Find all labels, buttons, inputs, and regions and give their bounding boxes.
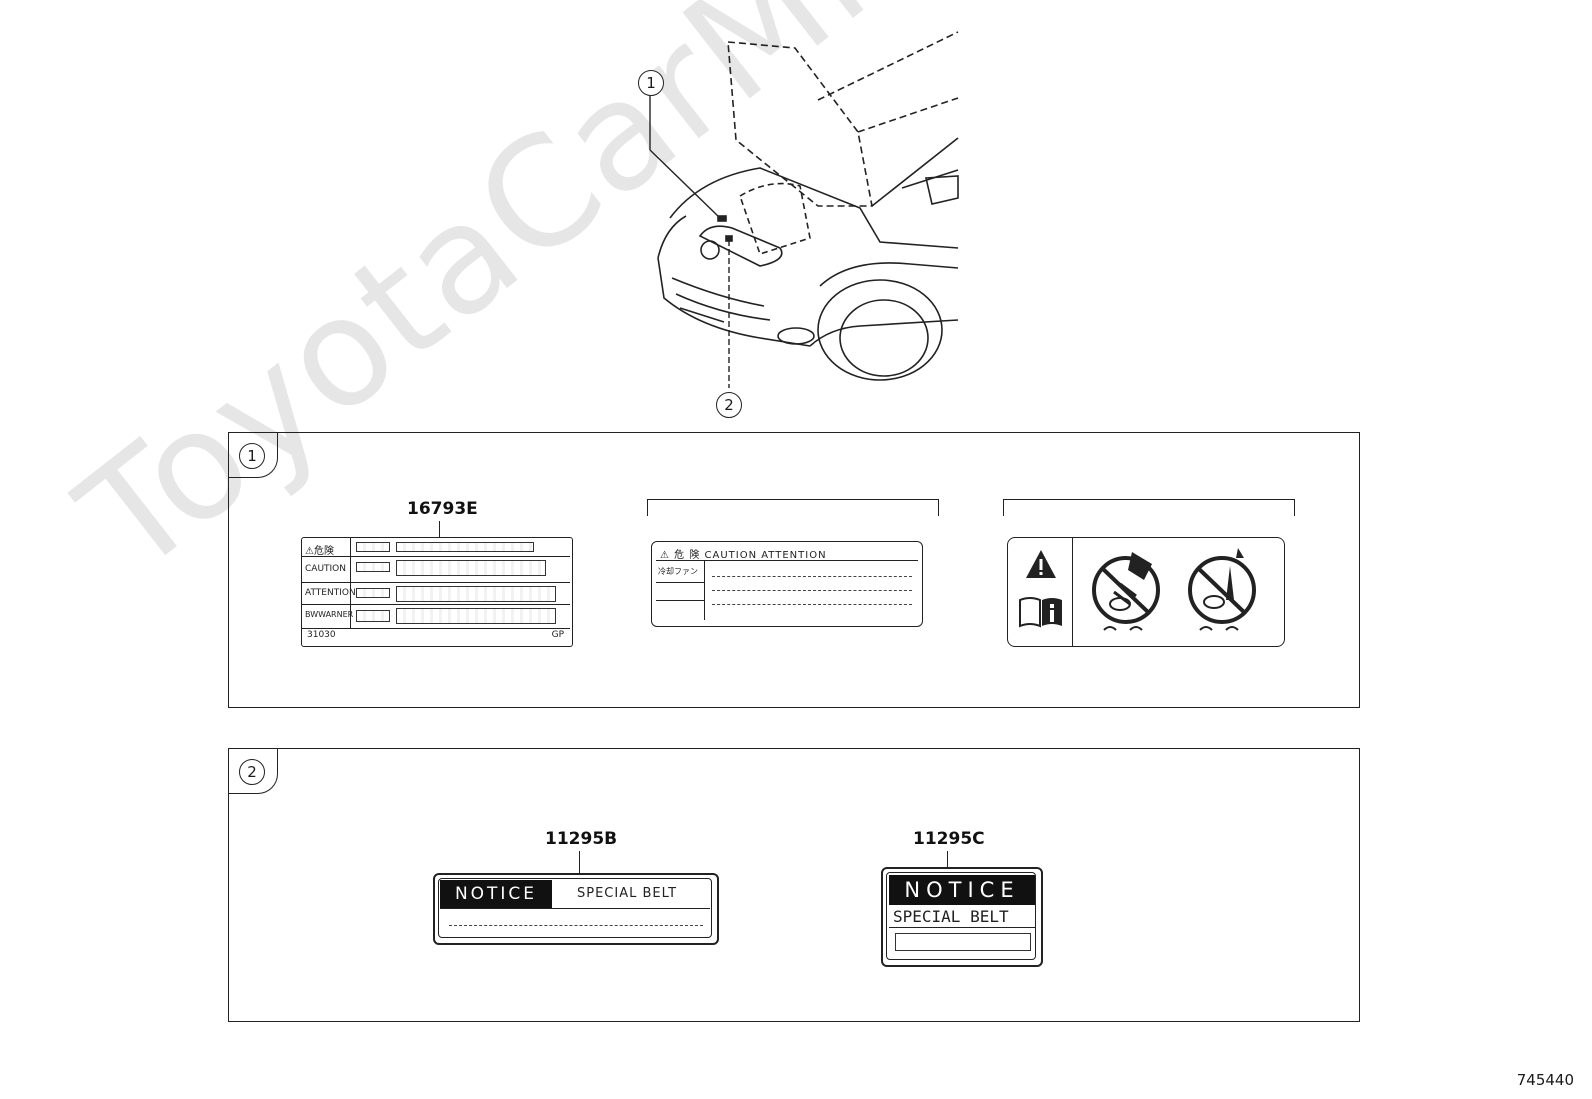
part-number-16793E: 16793E	[407, 499, 478, 519]
label-row-warning: BWWARNER	[305, 610, 354, 619]
divider	[302, 604, 570, 605]
divider	[440, 908, 710, 909]
text-bar	[396, 586, 556, 602]
label-b-row1: 冷却ファン	[658, 567, 698, 576]
callout-2: 2	[716, 392, 742, 418]
bracket-c	[1003, 499, 1295, 516]
panel-tab	[229, 433, 278, 478]
callout-1: 1	[638, 70, 664, 96]
label-11295C: NOTICE SPECIAL BELT	[881, 867, 1043, 967]
panel-2: 2 11295B NOTICE SPECIAL BELT 11295C NOTI…	[228, 748, 1360, 1022]
label-row-attention: ATTENTION	[305, 588, 356, 598]
part-number-11295C: 11295C	[913, 829, 985, 849]
part-number-11295B: 11295B	[545, 829, 618, 849]
text-bar	[356, 588, 390, 598]
text-dash	[712, 590, 912, 591]
bracket-b	[647, 499, 939, 516]
text-dash	[712, 604, 912, 605]
leader-line	[579, 851, 580, 873]
panel-1: 1 16793E ⚠危険 CAUTION ATTENTION BWWARNER …	[228, 432, 1360, 708]
text-dash	[449, 925, 703, 926]
text-bar	[356, 562, 390, 572]
notice-banner: NOTICE	[440, 880, 552, 908]
special-belt-text: SPECIAL BELT	[893, 907, 1009, 926]
warning-triangle-icon	[1026, 550, 1056, 578]
text-bar	[396, 560, 546, 576]
text-bar	[356, 610, 390, 622]
inner-border	[886, 872, 1036, 960]
label-b-header: ⚠ 危 険 CAUTION ATTENTION	[660, 550, 827, 561]
label-footer-left: 31030	[307, 630, 336, 640]
notice-banner: NOTICE	[889, 875, 1035, 905]
divider	[1072, 538, 1073, 646]
label-footer-right: GP	[551, 630, 564, 640]
no-tool-fan-icon	[1188, 548, 1256, 631]
panel-2-number: 2	[239, 759, 265, 785]
divider	[656, 600, 704, 601]
panel-1-number: 1	[239, 443, 265, 469]
car-illustration	[649, 31, 959, 388]
divider	[302, 628, 570, 629]
text-bar	[356, 542, 390, 552]
divider	[704, 560, 705, 620]
divider	[656, 582, 704, 583]
divider	[889, 927, 1035, 928]
text-dash	[712, 576, 912, 577]
text-bar	[396, 542, 534, 552]
label-caution-attention: ⚠ 危 険 CAUTION ATTENTION 冷却ファン	[651, 541, 923, 627]
label-fan-pictogram	[1007, 537, 1285, 647]
no-hand-fan-icon	[1092, 552, 1160, 631]
special-belt-text: SPECIAL BELT	[577, 886, 678, 901]
label-11295B: NOTICE SPECIAL BELT	[433, 873, 719, 945]
divider	[656, 560, 918, 561]
divider	[302, 582, 570, 583]
label-16793E: ⚠危険 CAUTION ATTENTION BWWARNER 31030 GP	[301, 537, 573, 647]
divider	[350, 538, 351, 628]
leader-line	[947, 851, 948, 867]
manual-info-icon	[1019, 597, 1062, 628]
document-number: 745440	[1516, 1071, 1574, 1089]
label-row-danger: ⚠危険	[305, 546, 334, 557]
inner-border	[438, 878, 712, 938]
divider	[302, 556, 570, 557]
leader-line	[439, 521, 440, 537]
text-box	[895, 933, 1031, 951]
panel-tab	[229, 749, 278, 794]
text-bar	[396, 608, 556, 624]
label-row-caution: CAUTION	[305, 564, 346, 574]
